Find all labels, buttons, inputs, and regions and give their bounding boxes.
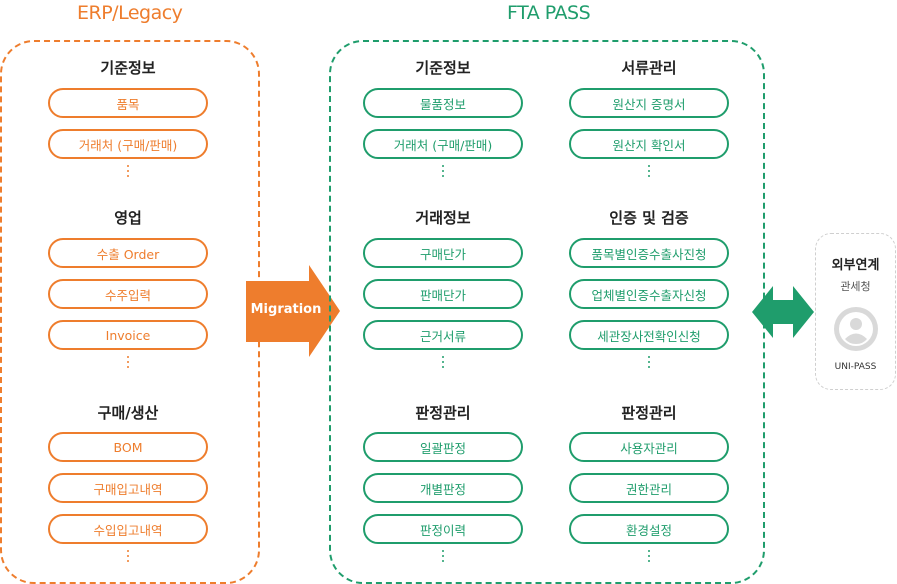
unipass-label: UNI-PASS bbox=[834, 362, 877, 372]
double-arrow-icon bbox=[752, 286, 814, 338]
fta-heading-judgment: 판정관리 bbox=[415, 404, 471, 422]
erp-heading-purchase: 구매/생산 bbox=[97, 404, 159, 422]
ellipsis-icon bbox=[647, 356, 651, 370]
erp-item-order-entry: 수주입력 bbox=[48, 279, 208, 309]
fta-item-sales-price: 판매단가 bbox=[363, 279, 523, 309]
fta-item-customs-precheck: 세관장사전확인신청 bbox=[569, 320, 729, 350]
fta-item-user-admin: 사용자관리 bbox=[569, 432, 729, 462]
erp-item-bom: BOM bbox=[48, 432, 208, 462]
ellipsis-icon bbox=[441, 356, 445, 370]
fta-heading-admin: 판정관리 bbox=[621, 404, 677, 422]
fta-item-judgment-history: 판정이력 bbox=[363, 514, 523, 544]
fta-item-goods-info: 물품정보 bbox=[363, 88, 523, 118]
fta-heading-documents: 서류관리 bbox=[621, 59, 677, 77]
fta-item-origin-confirmation: 원산지 확인서 bbox=[569, 129, 729, 159]
fta-item-client: 거래처 (구매/판매) bbox=[363, 129, 523, 159]
erp-item-client: 거래처 (구매/판매) bbox=[48, 129, 208, 159]
ellipsis-icon bbox=[441, 550, 445, 564]
ellipsis-icon bbox=[126, 356, 130, 370]
external-title: 외부연계 bbox=[831, 258, 880, 273]
erp-item-purchase-receipt: 구매입고내역 bbox=[48, 473, 208, 503]
fta-item-purchase-price: 구매단가 bbox=[363, 238, 523, 268]
ellipsis-icon bbox=[441, 165, 445, 179]
ellipsis-icon bbox=[126, 165, 130, 179]
erp-heading-basic: 기준정보 bbox=[100, 59, 156, 77]
migration-label: Migration bbox=[250, 302, 322, 317]
erp-title: ERP/Legacy bbox=[77, 2, 183, 24]
external-subtitle: 관세청 bbox=[840, 280, 871, 293]
fta-item-item-certification: 품목별인증수출사진청 bbox=[569, 238, 729, 268]
migration-arrow bbox=[246, 265, 340, 357]
fta-heading-transaction: 거래정보 bbox=[415, 209, 471, 227]
fta-item-permission-admin: 권한관리 bbox=[569, 473, 729, 503]
fta-item-single-judgment: 개별판정 bbox=[363, 473, 523, 503]
fta-item-batch-judgment: 일괄판정 bbox=[363, 432, 523, 462]
erp-item-export-order: 수출 Order bbox=[48, 238, 208, 268]
ellipsis-icon bbox=[126, 550, 130, 564]
external-link-box: 외부연계 관세청 UNI-PASS bbox=[815, 233, 896, 390]
fta-item-origin-certificate: 원산지 증명서 bbox=[569, 88, 729, 118]
fta-heading-basic: 기준정보 bbox=[415, 59, 471, 77]
erp-item-product: 품목 bbox=[48, 88, 208, 118]
ellipsis-icon bbox=[647, 165, 651, 179]
erp-item-import-receipt: 수입입고내역 bbox=[48, 514, 208, 544]
ellipsis-icon bbox=[647, 550, 651, 564]
fta-title: FTA PASS bbox=[507, 2, 591, 24]
fta-item-company-certification: 업체별인증수출자신청 bbox=[569, 279, 729, 309]
fta-item-evidence: 근거서류 bbox=[363, 320, 523, 350]
fta-item-settings: 환경설정 bbox=[569, 514, 729, 544]
erp-heading-sales: 영업 bbox=[114, 209, 142, 227]
erp-item-invoice: Invoice bbox=[48, 320, 208, 350]
user-avatar-icon bbox=[834, 307, 878, 351]
fta-heading-certification: 인증 및 검증 bbox=[609, 209, 689, 227]
